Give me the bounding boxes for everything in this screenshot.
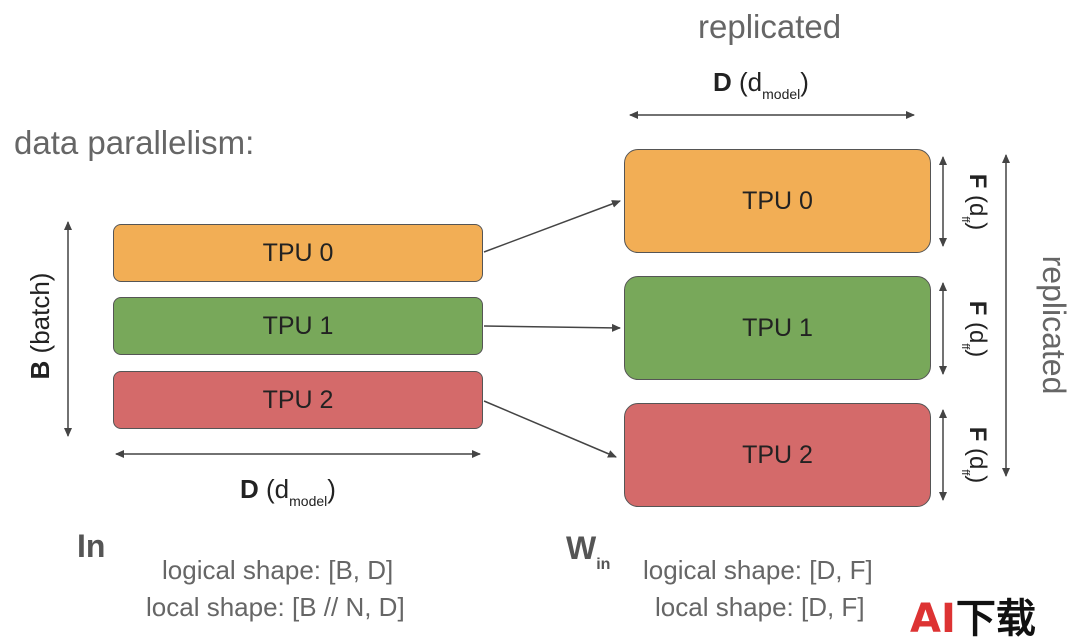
batch-bold: B (25, 360, 55, 380)
weight-name: Win (566, 530, 611, 573)
connector-arrow-2 (483, 400, 617, 458)
weight-shard-tpu0: TPU 0 (624, 149, 931, 253)
weight-d-close: ) (800, 67, 809, 97)
batch-rest: (batch) (25, 272, 55, 354)
connector-arrow-1 (483, 323, 621, 332)
replicated-side-label: replicated (1036, 255, 1072, 395)
input-shard-tpu1: TPU 1 (113, 297, 483, 355)
input-local-shape: local shape: [B // N, D] (146, 592, 405, 622)
input-name: In (77, 528, 106, 564)
input-d-sub: model (289, 493, 328, 509)
f-dimension-label-1: F (dff) (959, 300, 991, 358)
weight-shard-tpu1: TPU 1 (624, 276, 931, 380)
weight-d-bold: D (713, 67, 732, 97)
weight-shard-label: TPU 2 (742, 440, 813, 469)
input-shard-tpu2: TPU 2 (113, 371, 483, 429)
input-shard-label: TPU 2 (262, 385, 334, 414)
input-d-open: (d (266, 474, 290, 504)
data-parallelism-title: data parallelism: (14, 124, 255, 161)
watermark-logo: AI下载 (910, 596, 1036, 642)
input-d-bold: D (240, 474, 259, 504)
weight-d-open: (d (739, 67, 763, 97)
weight-logical-shape: logical shape: [D, F] (643, 555, 873, 585)
weight-shard-label: TPU 1 (742, 313, 813, 342)
input-shard-label: TPU 0 (262, 238, 334, 267)
weight-d-sub: model (762, 86, 801, 102)
weight-d-label: D (dmodel) (713, 67, 809, 102)
input-shard-label: TPU 1 (262, 311, 334, 340)
batch-dimension-label: B (batch) (25, 251, 57, 401)
connector-arrow-0 (483, 200, 621, 253)
replicated-top-label: replicated (698, 8, 842, 45)
f-dimension-label-0: F (dff) (959, 173, 991, 231)
weight-local-shape: local shape: [D, F] (655, 592, 865, 622)
input-d-close: ) (327, 474, 336, 504)
input-logical-shape: logical shape: [B, D] (162, 555, 394, 585)
weight-shard-label: TPU 0 (742, 186, 813, 215)
input-shard-tpu0: TPU 0 (113, 224, 483, 282)
weight-shard-tpu2: TPU 2 (624, 403, 931, 507)
input-d-label: D (dmodel) (240, 474, 336, 509)
f-dimension-label-2: F (dff) (959, 426, 991, 484)
